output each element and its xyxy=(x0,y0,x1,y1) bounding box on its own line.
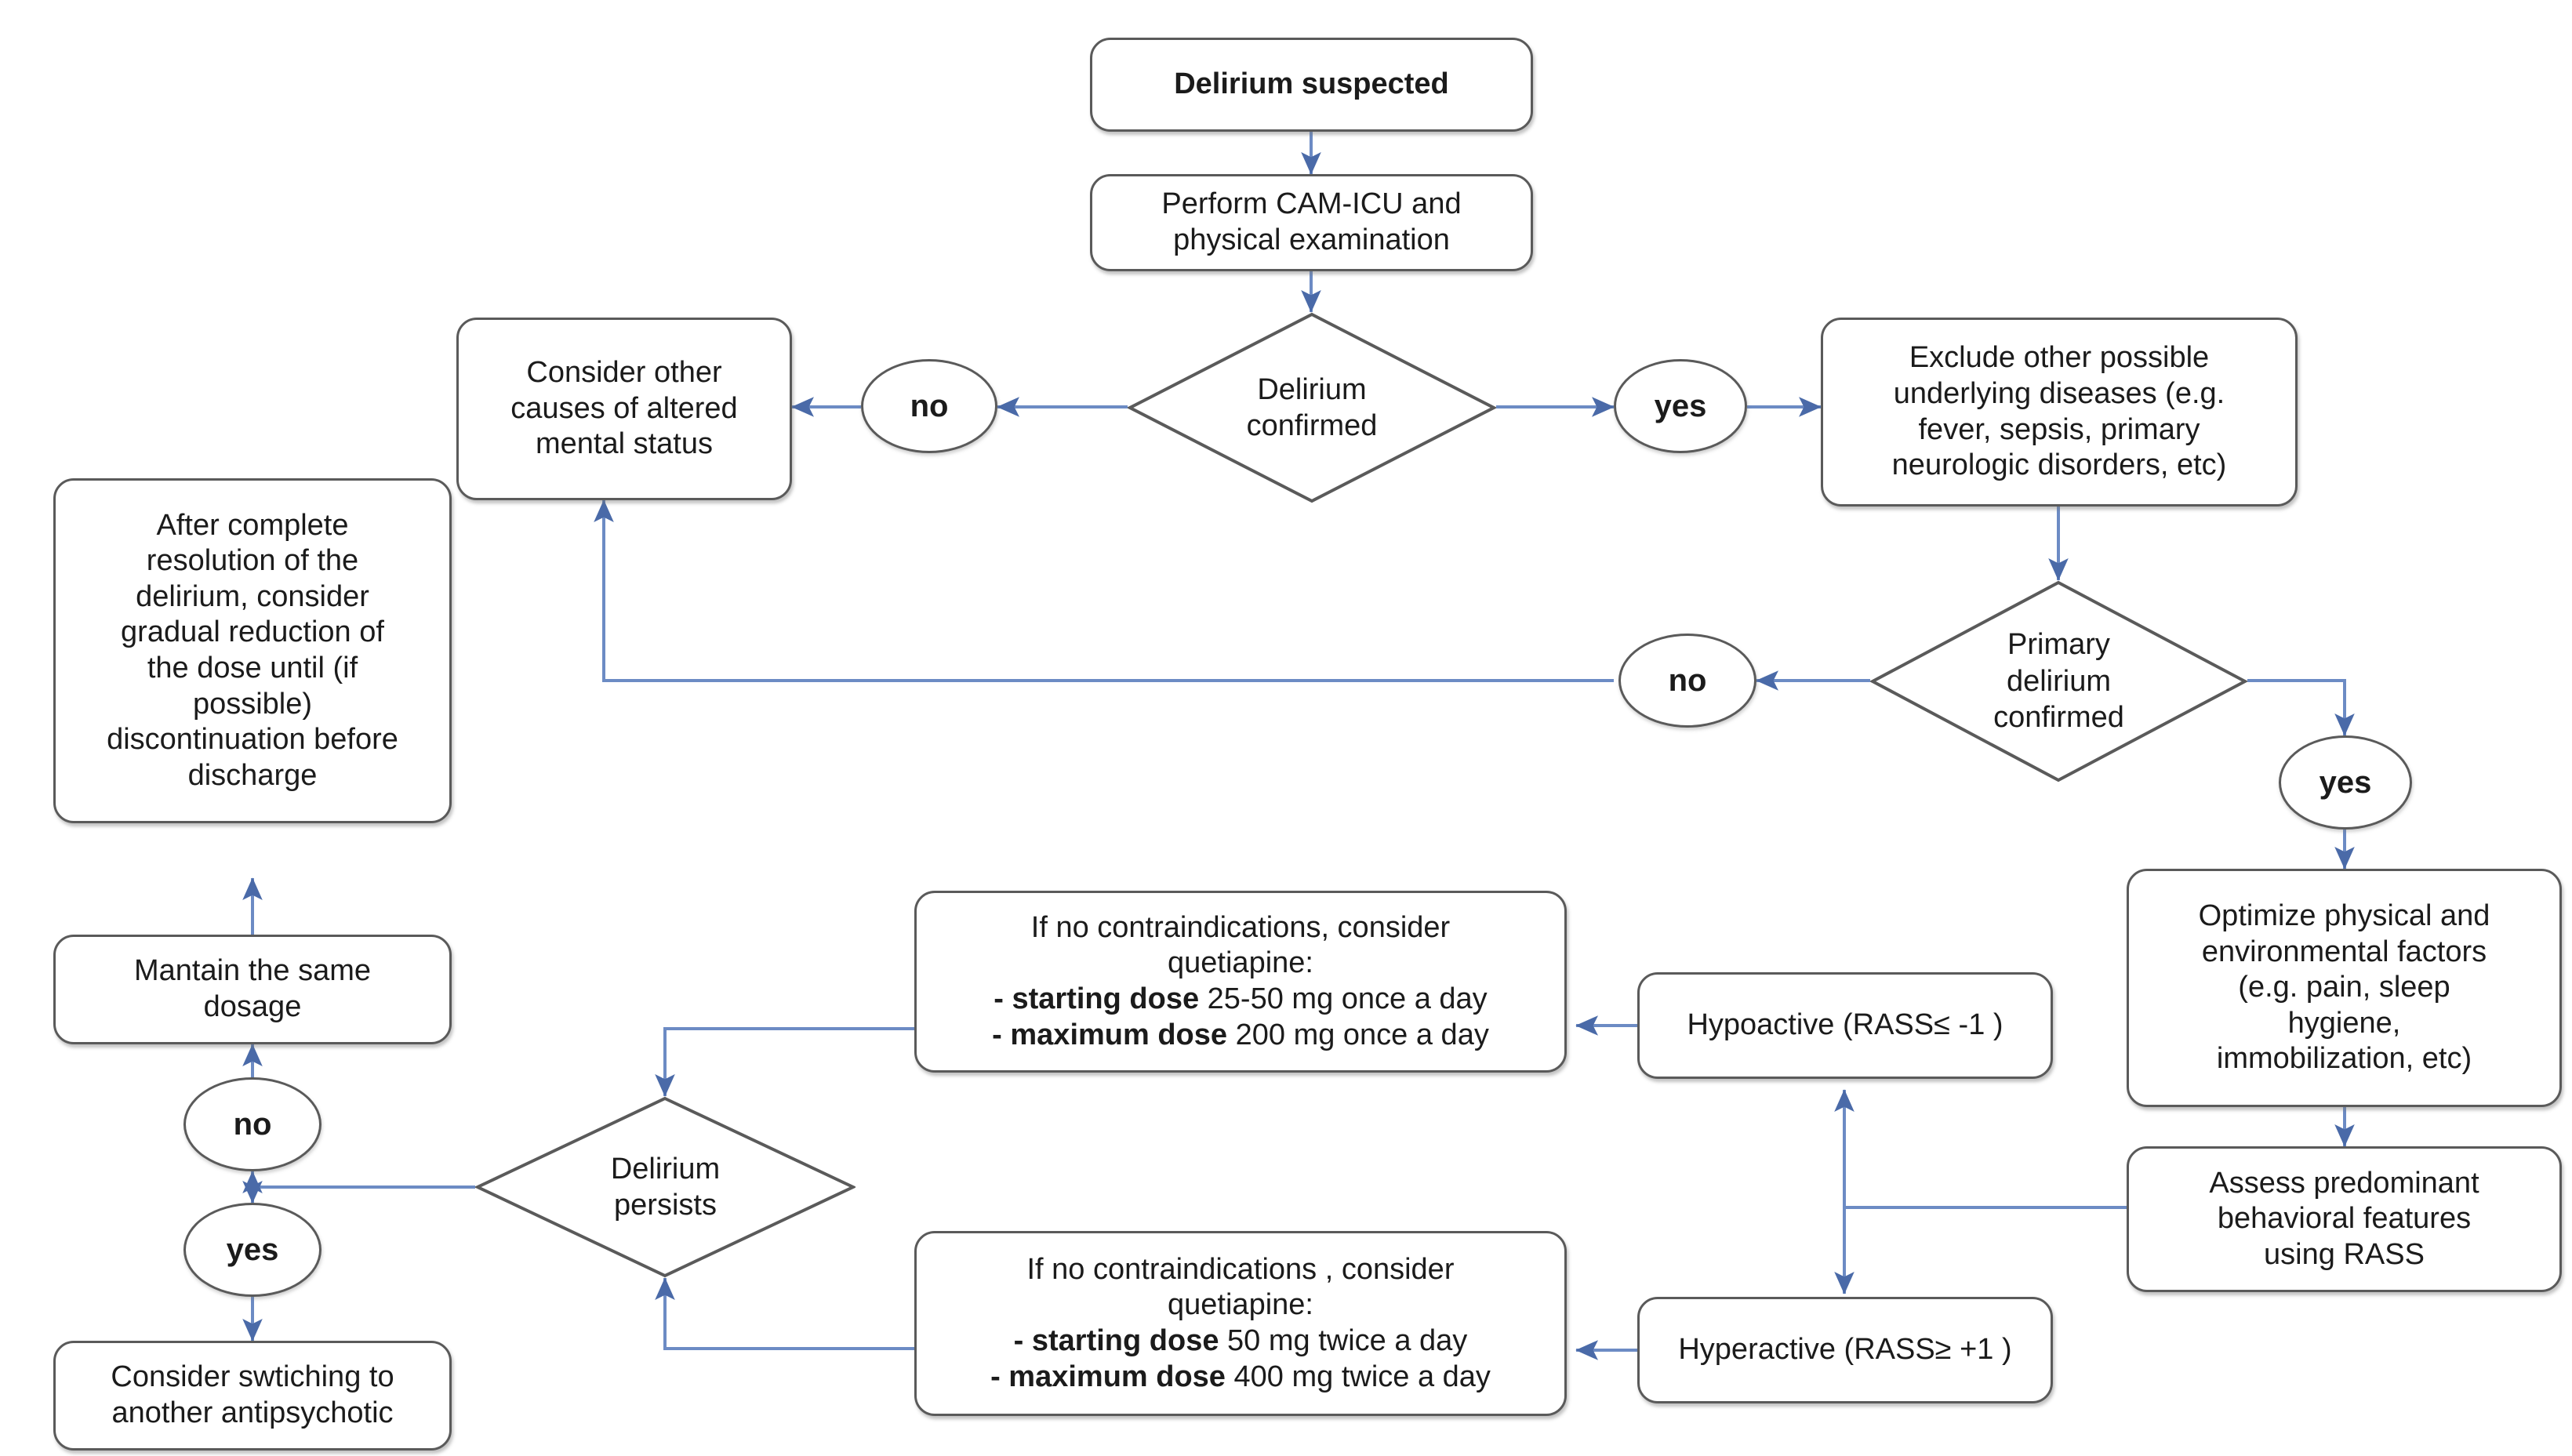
node-delirium-persists[interactable]: Delirium persists xyxy=(475,1096,856,1278)
dose-line-starting: - starting dose 50 mg twice a day xyxy=(1013,1324,1468,1357)
node-no-3[interactable]: no xyxy=(183,1077,322,1171)
node-label: yes xyxy=(2319,764,2372,800)
node-assess-rass[interactable]: Assess predominant behavioral features u… xyxy=(2127,1146,2562,1292)
node-label: Optimize physical and environmental fact… xyxy=(2198,899,2490,1076)
node-delirium-confirmed[interactable]: Delirium confirmed xyxy=(1128,312,1496,503)
node-label: Consider swtiching to another antipsycho… xyxy=(111,1360,394,1429)
node-consider-switching[interactable]: Consider swtiching to another antipsycho… xyxy=(53,1341,452,1451)
node-label: Assess predominant behavioral features u… xyxy=(2209,1166,2479,1271)
node-label: yes xyxy=(1654,388,1707,423)
node-no-2[interactable]: no xyxy=(1618,634,1756,728)
node-label: If no contraindications, consider quetia… xyxy=(925,910,1557,1053)
node-label: If no contraindications , consider queti… xyxy=(925,1252,1557,1395)
diamond-shape xyxy=(475,1096,856,1278)
node-label: Mantain the same dosage xyxy=(133,954,372,1023)
node-label: no xyxy=(233,1106,272,1142)
node-yes-1[interactable]: yes xyxy=(1614,359,1747,453)
node-label: Delirium persists xyxy=(610,1152,721,1222)
node-quetiapine-hyperactive[interactable]: If no contraindications , consider queti… xyxy=(914,1231,1567,1416)
node-perform-cam-icu[interactable]: Perform CAM-ICU and physical examination xyxy=(1090,174,1533,271)
diamond-shape xyxy=(1870,580,2247,782)
node-label: Delirium suspected xyxy=(1174,67,1449,101)
node-label: Delirium confirmed xyxy=(1246,372,1378,442)
node-label: no xyxy=(910,388,949,423)
node-after-resolution[interactable]: After complete resolution of the deliriu… xyxy=(53,478,452,823)
node-no-1[interactable]: no xyxy=(861,359,997,453)
node-delirium-suspected[interactable]: Delirium suspected xyxy=(1090,38,1533,132)
node-label: Hyperactive (RASS≥ +1 ) xyxy=(1678,1333,2012,1367)
dose-line-starting: - starting dose 25-50 mg once a day xyxy=(994,982,1488,1015)
node-consider-other-causes[interactable]: Consider other causes of altered mental … xyxy=(456,318,792,500)
node-optimize-factors[interactable]: Optimize physical and environmental fact… xyxy=(2127,869,2562,1107)
node-label: Primary delirium confirmed xyxy=(1993,628,2124,735)
node-hyperactive[interactable]: Hyperactive (RASS≥ +1 ) xyxy=(1637,1297,2053,1403)
node-label: Consider other causes of altered mental … xyxy=(510,356,738,461)
dose-line-maximum: - maximum dose 400 mg twice a day xyxy=(990,1360,1491,1393)
node-hypoactive[interactable]: Hypoactive (RASS≤ -1 ) xyxy=(1637,972,2053,1079)
node-exclude-other-diseases[interactable]: Exclude other possible underlying diseas… xyxy=(1821,318,2298,507)
node-label: After complete resolution of the deliriu… xyxy=(107,508,398,792)
node-quetiapine-hypoactive[interactable]: If no contraindications, consider quetia… xyxy=(914,891,1567,1073)
node-yes-2[interactable]: yes xyxy=(2279,735,2412,830)
dose-line-maximum: - maximum dose 200 mg once a day xyxy=(992,1018,1489,1051)
node-label: Perform CAM-ICU and physical examination xyxy=(1161,187,1462,256)
node-label: yes xyxy=(226,1232,279,1267)
node-yes-3[interactable]: yes xyxy=(183,1203,322,1297)
node-primary-delirium-confirmed[interactable]: Primary delirium confirmed xyxy=(1870,580,2247,782)
node-maintain-dosage[interactable]: Mantain the same dosage xyxy=(53,935,452,1044)
node-label: Exclude other possible underlying diseas… xyxy=(1891,341,2227,482)
node-label: Hypoactive (RASS≤ -1 ) xyxy=(1687,1008,2003,1042)
node-label: no xyxy=(1668,663,1707,698)
